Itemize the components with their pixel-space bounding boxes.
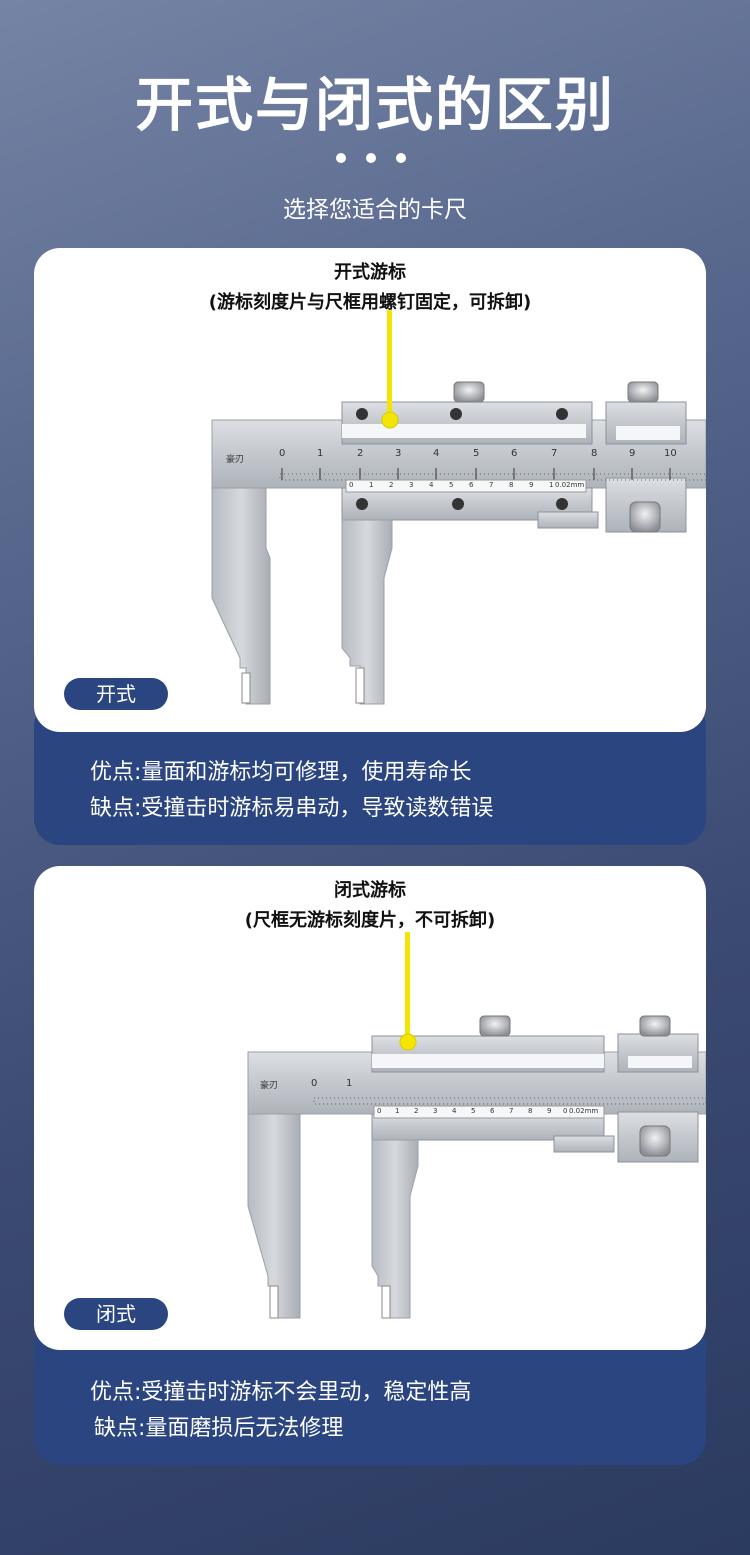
closed-brand-text: 豪刃 (260, 1079, 278, 1091)
closed-caption-desc: (尺框无游标刻度片，不可拆卸) (244, 910, 496, 931)
closed-pros: 优点:受撞击时游标不会里动，稳定性高 (90, 1380, 472, 1405)
closed-main-tick-label: 0 (311, 1078, 318, 1089)
closed-vernier-label: 6 (490, 1107, 495, 1115)
page-title: 开式与闭式的区别 (134, 71, 615, 139)
open-main-tick-label: 6 (511, 448, 518, 459)
open-type-badge: 开式 (64, 678, 168, 710)
closed-vernier-label: 9 (547, 1107, 552, 1115)
decorative-dots (336, 153, 416, 165)
open-main-tick-label: 10 (664, 448, 677, 459)
closed-cons: 缺点:量面磨损后无法修理 (94, 1416, 344, 1441)
open-main-tick-label: 2 (357, 448, 364, 459)
closed-main-scale: 0 1 (34, 1078, 706, 1092)
open-brand-text: 豪刃 (226, 453, 244, 465)
closed-caption: 闭式游标 (尺框无游标刻度片，不可拆卸) (34, 876, 706, 936)
closed-vernier-label: 2 (414, 1107, 419, 1115)
open-card: 开式游标 (游标刻度片与尺框用螺钉固定，可拆卸) (34, 248, 706, 732)
open-main-tick-label: 9 (629, 448, 636, 459)
open-vernier-label: 3 (409, 481, 414, 489)
open-cons: 缺点:受撞击时游标易串动，导致读数错误 (90, 796, 494, 821)
open-main-tick-label: 8 (591, 448, 598, 459)
open-vernier-label: 1 (369, 481, 374, 489)
closed-resolution-label: 0.02mm (569, 1107, 599, 1115)
open-main-tick-label: 5 (473, 448, 480, 459)
open-main-tick-label: 7 (551, 448, 558, 459)
closed-caption-title: 闭式游标 (334, 880, 406, 901)
closed-vernier-label: 8 (528, 1107, 533, 1115)
closed-vernier-label: 0 (563, 1107, 568, 1115)
open-vernier-scale: 0 1 2 3 4 5 6 7 8 9 1 0.02mm (34, 481, 706, 493)
closed-vernier-label: 1 (395, 1107, 400, 1115)
page-subtitle: 选择您适合的卡尺 (283, 197, 467, 223)
open-vernier-label: 5 (449, 481, 454, 489)
closed-vernier-label: 7 (509, 1107, 514, 1115)
open-vernier-label: 6 (469, 481, 474, 489)
open-brand-logo: 豪刃 (226, 453, 244, 465)
open-vernier-label: 7 (489, 481, 494, 489)
closed-main-tick-label: 1 (346, 1078, 353, 1089)
closed-vernier-label: 4 (452, 1107, 457, 1115)
open-pros: 优点:量面和游标均可修理，使用寿命长 (90, 760, 472, 785)
closed-vernier-scale: 0 1 2 3 4 5 6 7 8 9 0 0.02mm (34, 1107, 706, 1119)
open-resolution-label: 0.02mm (555, 481, 585, 489)
open-caption: 开式游标 (游标刻度片与尺框用螺钉固定，可拆卸) (34, 258, 706, 318)
closed-vernier-label: 5 (471, 1107, 476, 1115)
open-vernier-label: 4 (429, 481, 434, 489)
open-main-tick-label: 0 (279, 448, 286, 459)
closed-vernier-label: 3 (433, 1107, 438, 1115)
open-main-tick-label: 3 (395, 448, 402, 459)
closed-vernier-label: 0 (377, 1107, 382, 1115)
closed-caliper-illustration: 豪刃 (247, 932, 706, 1319)
open-main-tick-label: 1 (317, 448, 324, 459)
open-caption-desc: (游标刻度片与尺框用螺钉固定，可拆卸) (208, 292, 532, 313)
open-vernier-label: 2 (389, 481, 394, 489)
open-main-tick-label: 4 (433, 448, 440, 459)
open-vernier-label: 8 (509, 481, 514, 489)
open-caption-title: 开式游标 (334, 262, 406, 283)
open-main-scale: 0 1 2 3 4 5 6 7 8 9 10 (34, 448, 706, 464)
open-caliper-illustration: 豪刃 (211, 310, 706, 705)
open-vernier-label: 9 (529, 481, 534, 489)
closed-card: 闭式游标 (尺框无游标刻度片，不可拆卸) 豪刃 0 1 (34, 866, 706, 1350)
open-vernier-label: 1 (549, 481, 554, 489)
closed-type-badge: 闭式 (64, 1298, 168, 1330)
open-vernier-label: 0 (349, 481, 354, 489)
